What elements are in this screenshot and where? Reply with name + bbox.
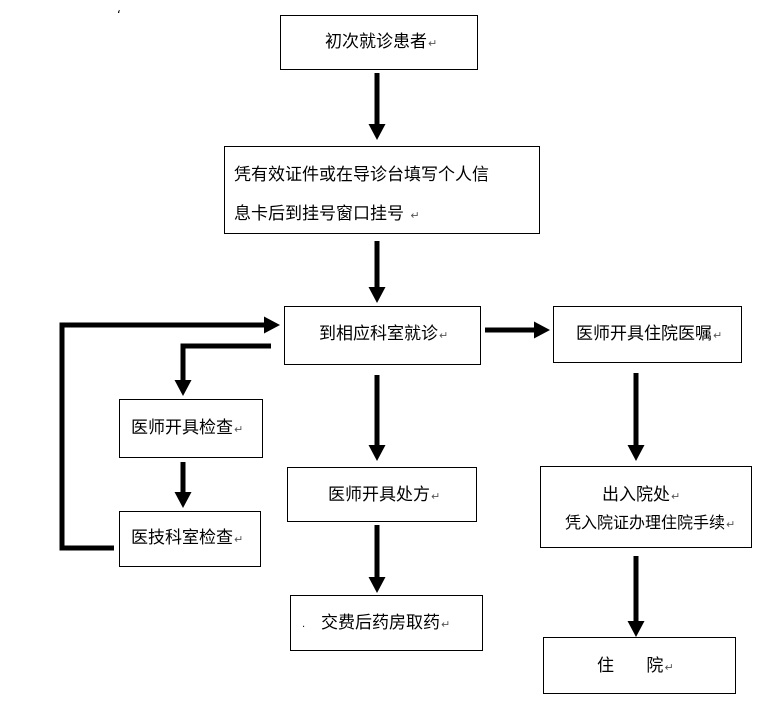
node-exam-order-label: 医师开具检查↵ [131,418,244,438]
node-prescription: 医师开具处方↵ [287,467,477,522]
node-first-visit: 初次就诊患者↵ [280,15,478,70]
node-admission-order: 医师开具住院医嘱↵ [553,306,742,363]
corner-mark: ‘ [117,8,121,22]
node-department-label: 到相应科室就诊↵ [319,324,449,344]
node-admission-office: 出入院处↵ 凭入院证办理住院手续↵ [540,466,752,548]
node-tech-exam: 医技科室检查↵ [119,511,261,567]
node-admission-office-line1: 出入院处↵ [602,485,681,505]
node-first-visit-label: 初次就诊患者↵ [325,32,438,52]
node-register-line1: 凭有效证件或在导诊台填写个人信 [234,165,489,185]
node-pharmacy: . 交费后药房取药↵ [290,595,483,651]
node-prescription-label: 医师开具处方↵ [328,485,441,505]
node-register-line2: 息卡后到挂号窗口挂号 ↵ [234,204,420,224]
node-register: 凭有效证件或在导诊台填写个人信 息卡后到挂号窗口挂号 ↵ [224,146,540,234]
node-pharmacy-dot: . [302,619,306,630]
node-hospitalize-label: 住 院↵ [597,656,674,676]
node-admission-order-label: 医师开具住院医嘱↵ [576,324,723,344]
node-exam-order: 医师开具检查↵ [119,399,263,458]
arrow-department-to-exam-order [174,343,271,396]
node-tech-exam-label: 医技科室检查↵ [131,528,244,548]
node-admission-office-line2: 凭入院证办理住院手续↵ [565,513,736,532]
node-pharmacy-label: 交费后药房取药↵ [321,613,451,633]
node-hospitalize: 住 院↵ [543,637,736,694]
arrow-tech-exam-back-to-department [59,316,280,551]
node-department: 到相应科室就诊↵ [284,306,481,365]
